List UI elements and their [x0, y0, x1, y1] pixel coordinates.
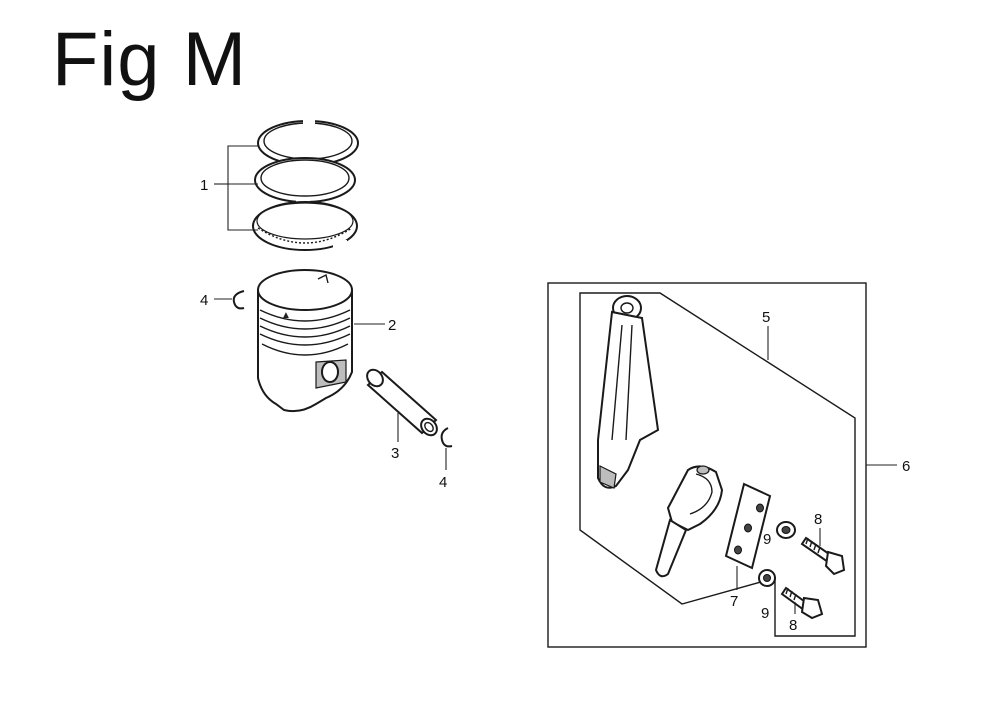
piston: ▲: [257, 269, 353, 413]
piston-pin: [366, 368, 438, 437]
assembly-box: [547, 282, 867, 648]
callout-1-leader: [214, 145, 258, 231]
callout-3: 3: [391, 445, 399, 462]
callout-9-lower: 9: [761, 605, 769, 622]
callout-1: 1: [200, 177, 208, 194]
washer-upper: [776, 521, 796, 539]
oil-ring: [252, 201, 358, 251]
callout-6: 6: [902, 458, 910, 475]
washer-lower: [758, 569, 776, 587]
rod-cap: [654, 465, 724, 578]
bolt-upper: [800, 536, 846, 576]
piston-rings: [252, 118, 359, 251]
top-ring: [257, 118, 359, 166]
second-ring: [254, 157, 356, 204]
svg-text:▲: ▲: [281, 310, 291, 321]
callout-5: 5: [762, 309, 770, 326]
callout-8-upper: 8: [814, 511, 822, 528]
callout-4-left: 4: [200, 292, 208, 309]
callout-2: 2: [388, 317, 396, 334]
callout-8-lower: 8: [789, 617, 797, 634]
pin-clip-right: [440, 427, 453, 448]
pin-clip-left: [232, 290, 245, 310]
callout-7: 7: [730, 593, 738, 610]
callout-9-upper: 9: [763, 531, 771, 548]
bolt-lower: [780, 586, 824, 620]
oil-dipper-plate: [724, 482, 772, 570]
connecting-rod: [597, 295, 660, 489]
figure-title: Fig M: [52, 17, 247, 102]
callout-4-right: 4: [439, 474, 447, 491]
